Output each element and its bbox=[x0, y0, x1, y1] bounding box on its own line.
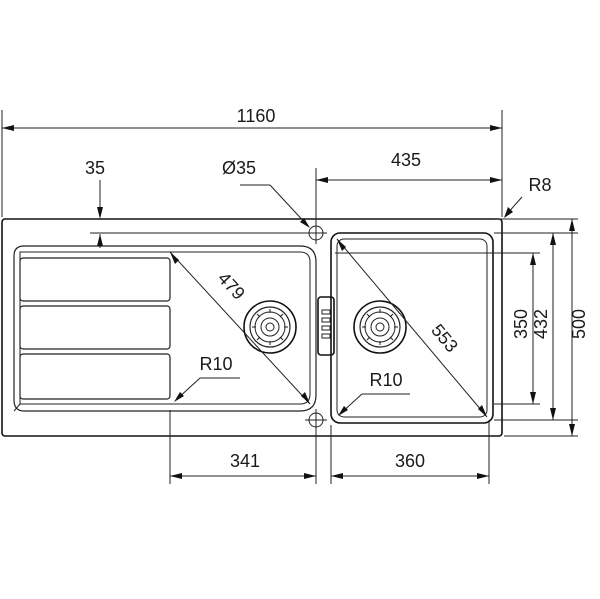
label-overall-depth: 500 bbox=[569, 309, 589, 339]
label-bowl-width: 435 bbox=[391, 150, 421, 170]
dim-bowl-radius bbox=[338, 393, 410, 416]
dim-overall-width bbox=[1, 110, 503, 217]
dim-drainer-width bbox=[169, 410, 317, 484]
drainer-groove-3 bbox=[19, 353, 171, 400]
bowl-inner bbox=[336, 238, 488, 418]
dim-outer-radius bbox=[504, 196, 523, 218]
label-bowl-depth-total: 432 bbox=[531, 309, 551, 339]
label-drainer-diagonal: 479 bbox=[214, 268, 249, 304]
dim-bowl-depth-total bbox=[550, 233, 556, 420]
label-edge-offset: 35 bbox=[85, 158, 105, 178]
label-overall-width: 1160 bbox=[237, 106, 276, 126]
drainer-bevel bbox=[13, 403, 21, 412]
label-bowl-radius: R10 bbox=[369, 370, 402, 390]
label-bowl-diagonal: 553 bbox=[427, 320, 462, 356]
label-drainer-radius: R10 bbox=[199, 354, 232, 374]
dim-tap-hole bbox=[240, 184, 310, 228]
drainer-outline bbox=[13, 245, 317, 412]
label-tap-hole: Ø35 bbox=[222, 158, 256, 178]
label-drainer-width: 341 bbox=[230, 451, 260, 471]
dim-overall-depth bbox=[569, 219, 575, 436]
dim-vertical-extensions bbox=[335, 218, 578, 437]
label-outer-radius: R8 bbox=[528, 175, 551, 195]
dim-edge-offset bbox=[90, 180, 305, 248]
dim-drainer-radius bbox=[174, 377, 240, 402]
drainer-waste bbox=[243, 300, 297, 354]
drainer-groove-2 bbox=[19, 305, 171, 350]
tap-hole-top bbox=[305, 222, 327, 244]
tap-hole-bottom bbox=[305, 409, 327, 431]
label-bowl-inner-width: 360 bbox=[395, 451, 425, 471]
label-bowl-depth: 350 bbox=[511, 309, 531, 339]
sink-outline bbox=[1, 218, 503, 437]
dim-bowl-diagonal bbox=[336, 238, 488, 418]
dim-bowl-depth bbox=[530, 253, 536, 404]
drainer-inner bbox=[19, 251, 311, 405]
dim-bowl-width bbox=[315, 168, 502, 222]
dim-drainer-diagonal bbox=[169, 251, 311, 405]
drainer-groove-1 bbox=[19, 257, 171, 302]
dim-bowl-inner-width bbox=[330, 420, 490, 484]
overflow bbox=[317, 296, 335, 356]
bowl-waste bbox=[353, 300, 407, 354]
bowl-outline bbox=[330, 232, 494, 424]
